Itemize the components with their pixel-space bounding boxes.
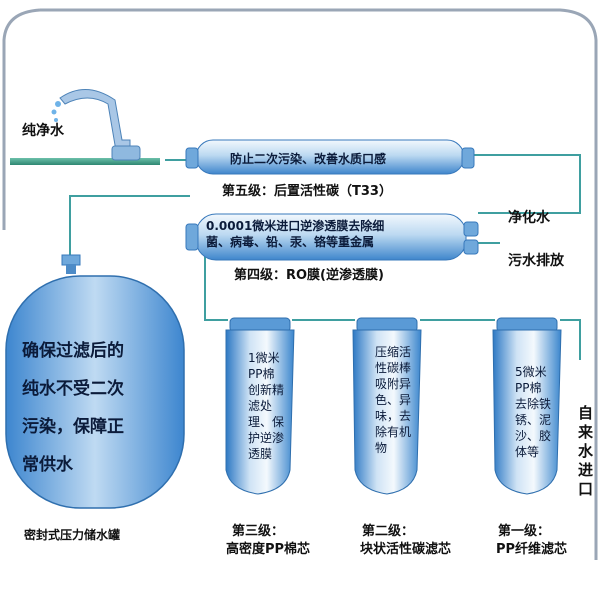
pipe-stage5-ro	[470, 154, 581, 214]
counter-top	[10, 158, 160, 165]
stage1-description: 5微米PP棉去除铁锈、泥沙、胶体等	[515, 365, 552, 459]
tank-text-line: 纯水不受二次	[22, 379, 124, 399]
water-drop	[51, 109, 57, 115]
stage4-description-line1: 0.0001微米进口逆渗透膜去除细	[206, 219, 385, 233]
stage5-cartridge	[185, 139, 475, 175]
purified-water-label: 净化水	[508, 210, 550, 226]
stage5-title: 第五级：后置活性碳（T33）	[222, 184, 392, 199]
tank-text: 确保过滤后的 纯水不受二次 污染，保障正 常供水	[22, 332, 172, 484]
stage3-title-line2: 高密度PP棉芯	[226, 542, 311, 557]
stage2-title-line2: 块状活性碳滤芯	[360, 542, 452, 557]
stage4-ro-membrane	[185, 213, 479, 261]
waste-water-label: 污水排放	[508, 253, 564, 269]
storage-tank	[5, 254, 185, 509]
tap-water-inlet-label: 自来水进口	[578, 404, 594, 498]
stage2-description: 压缩活性碳棒吸附异色、异味，去除有机物	[375, 345, 412, 455]
stage2-title-line1: 第二级：	[362, 524, 415, 539]
stage3-title-line1: 第三级：	[232, 524, 285, 539]
pipe-network	[69, 154, 581, 360]
outer-frame-left	[2, 8, 41, 230]
tank-text-line: 确保过滤后的	[22, 341, 124, 361]
stage4-description-line2: 菌、病毒、铅、汞、铬等重金属	[206, 235, 375, 249]
stage1-title-line2: PP纤维滤芯	[496, 542, 568, 557]
water-drop	[54, 118, 58, 122]
faucet-icon	[59, 89, 131, 153]
cartridge-stage1	[492, 317, 562, 495]
pipe-ro-stage3	[204, 250, 228, 321]
tank-text-line: 污染，保障正	[22, 417, 124, 437]
stage5-description: 防止二次污染、改善水质口感	[230, 152, 387, 166]
tank-caption: 密封式压力储水罐	[24, 528, 121, 542]
water-drop	[55, 101, 61, 107]
outer-frame	[40, 8, 598, 560]
stage3-description: 1微米PP棉创新精滤处理、保护逆渗透膜	[248, 351, 285, 461]
cartridge-stage2	[352, 317, 422, 495]
cartridge-stage3	[225, 317, 295, 495]
faucet-base	[111, 145, 141, 161]
pipe-stage1-inlet	[560, 319, 581, 360]
pipe-ro-tank	[69, 195, 190, 255]
faucet-group	[10, 89, 160, 165]
faucet-label: 纯净水	[22, 123, 64, 139]
stage4-title: 第四级：RO膜(逆渗透膜)	[234, 268, 384, 283]
tank-text-line: 常供水	[22, 455, 73, 475]
stage1-title-line1: 第一级：	[498, 524, 551, 539]
